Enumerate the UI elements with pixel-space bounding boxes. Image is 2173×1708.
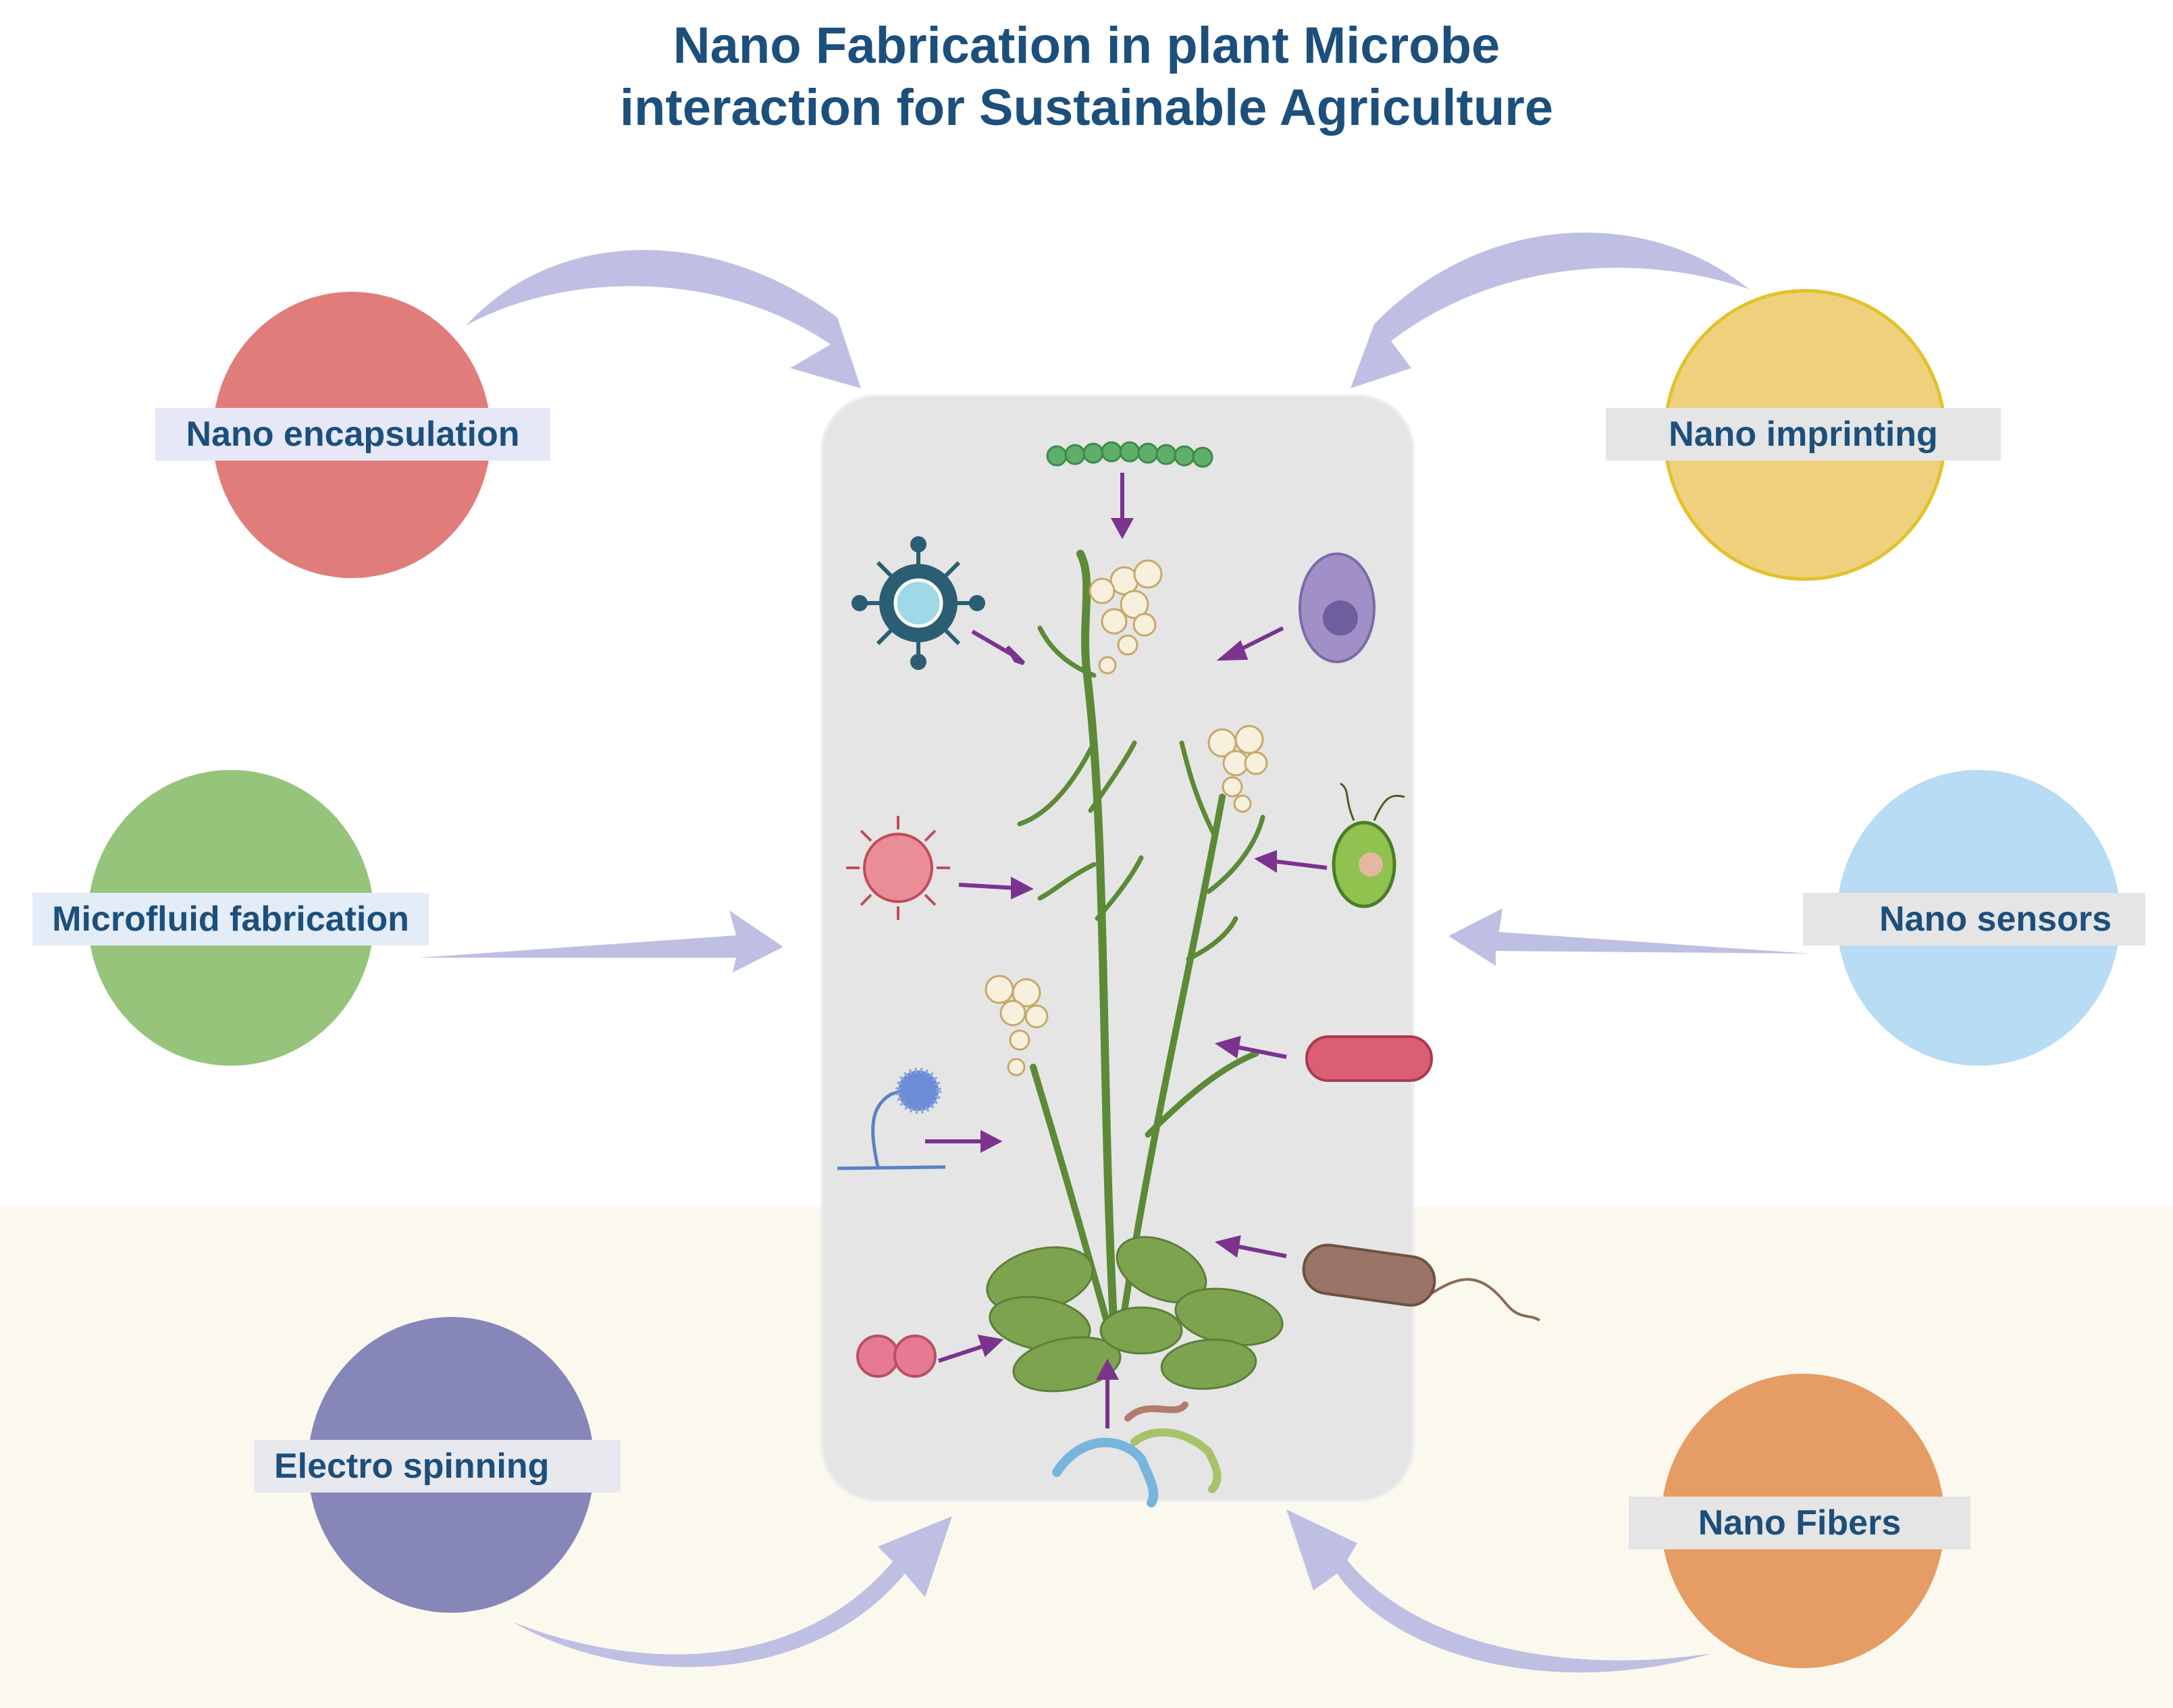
title-line-1: Nano Fabrication in plant Microbe: [673, 17, 1500, 74]
rosette-leaves: [986, 1236, 1284, 1393]
electro-spinning-label: Electro spinning: [254, 1440, 621, 1493]
arrow-sensors-to-plant: [1448, 908, 1810, 966]
microfluid-fabrication-label: Microfluid fabrication: [32, 893, 429, 946]
diplococcus-icon: [856, 1335, 937, 1378]
spiky-virus-icon: [846, 816, 950, 920]
protozoa-icon: [1299, 552, 1376, 663]
flagellated-bacterium-icon: [1302, 1243, 1541, 1322]
algae-icon: [1332, 782, 1405, 908]
nematode-icon: [1052, 1401, 1222, 1507]
arrow-spinning-to-plant: [513, 1516, 952, 1667]
arrow-imprinting-to-plant: [1351, 232, 1749, 388]
fungus-icon: [837, 1068, 946, 1170]
arrow-microfluid-to-plant: [419, 910, 783, 973]
arrow-fibers-to-plant: [1286, 1509, 1712, 1673]
flower-clusters: [985, 559, 1268, 1077]
nano-imprinting-label: Nano imprinting: [1606, 408, 2001, 461]
cyanobacteria-chain-icon: [1046, 441, 1213, 468]
nano-encapsulation-label: Nano encapsulation: [155, 408, 550, 461]
virus-icon: [852, 536, 985, 670]
nano-fibers-label: Nano Fibers: [1629, 1497, 1970, 1549]
plant-icon: [1017, 550, 1265, 1338]
nano-sensors-label: Nano sensors: [1803, 893, 2145, 946]
bacterium-icon: [1305, 1035, 1433, 1082]
title-line-2: interaction for Sustainable Agriculture: [619, 79, 1554, 136]
microbe-arrows: [925, 473, 1328, 1428]
diagram-title: Nano Fabrication in plant Microbe intera…: [0, 15, 2173, 139]
arrow-encapsulation-to-plant: [466, 250, 861, 388]
